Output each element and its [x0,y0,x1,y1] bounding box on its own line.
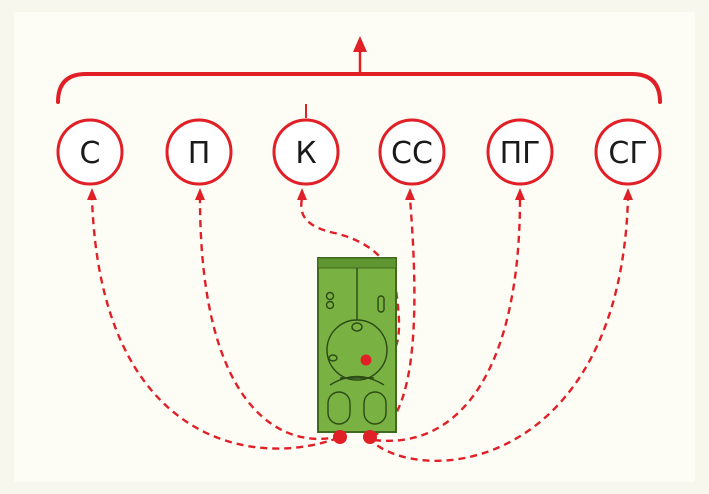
node-ss-label: СС [391,136,433,171]
node-pg-label: ПГ [500,136,541,171]
arrowhead-s [87,188,97,200]
arrowhead-sg [623,188,633,200]
arrowhead-k [297,188,307,200]
device-red-dot-left [333,430,347,444]
device-illustration [317,257,397,444]
device-red-dot-center [360,354,372,366]
arrowhead-ss [405,188,415,200]
node-k-label: К [295,136,316,171]
node-s: С [56,118,124,186]
line-to-sg [367,197,630,462]
node-s-label: С [80,136,101,171]
line-to-ss [371,197,416,438]
node-p-label: П [188,136,211,171]
top-bracket [56,48,662,104]
node-sg: СГ [594,118,662,186]
line-to-pg [373,197,522,443]
device-details [325,268,388,425]
arrowhead-p [195,188,205,200]
arrowhead-pg [515,188,525,200]
output-arrowhead [353,36,367,52]
line-to-s [90,197,339,450]
line-to-p [198,197,341,441]
node-pg: ПГ [486,118,554,186]
node-p: П [165,118,233,186]
node-arrowheads [87,188,633,200]
device-red-dot-right [363,430,377,444]
node-ss: СС [378,118,446,186]
device-top-strip [317,257,397,269]
node-k: К [272,118,340,186]
node-sg-label: СГ [608,136,647,171]
